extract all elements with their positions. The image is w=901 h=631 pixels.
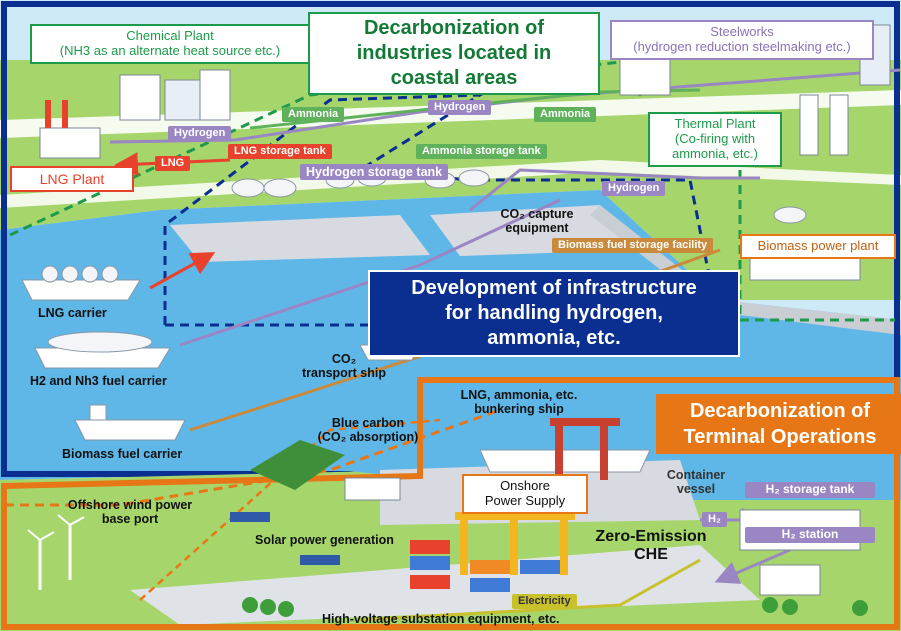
h2-storage-tank-tag: H₂ storage tank [745, 482, 875, 498]
solar-label: Solar power generation [255, 533, 394, 547]
thermal-plant-label: Thermal Plant (Co-firing with ammonia, e… [672, 116, 758, 161]
container-vessel-text: Container vessel [666, 468, 726, 497]
lng-plant-box: LNG Plant [10, 166, 134, 193]
co2-capture-label: CO₂ capture equipment [482, 207, 592, 236]
ammonia-tag-left-label: Ammonia [288, 108, 339, 120]
h2-nh3-carrier-ship [34, 331, 171, 369]
wind-turbines [27, 514, 85, 590]
ammonia-tag-right: Ammonia [534, 107, 597, 122]
biomass-carrier-ship [74, 404, 186, 441]
terminal-operations-title: Decarbonization of Terminal Operations [656, 394, 901, 454]
hydrogen-flow-east [469, 168, 760, 212]
h2-small-tag: H₂ [702, 512, 727, 527]
co2-capture-text: CO₂ capture equipment [500, 207, 574, 236]
hydrogen-storage-label: Hydrogen storage tank [306, 165, 443, 179]
bunkering-ship-label: LNG, ammonia, etc. bunkering ship [456, 388, 582, 417]
chemical-plant-label: Chemical Plant (NH3 as an alternate heat… [59, 28, 281, 58]
hydrogen-storage-tag: Hydrogen storage tank [300, 164, 449, 181]
terminal-title-text: Decarbonization of Terminal Operations [683, 400, 877, 448]
co2-transport-ship-text: CO₂ transport ship [301, 352, 387, 381]
h2-storage-tank-label: H₂ storage tank [765, 482, 855, 496]
pier-left [170, 215, 430, 262]
hydrogen-tag-top-label: Hydrogen [434, 101, 486, 113]
terminal-region-border [1, 377, 900, 630]
electricity-tag: Electricity [512, 594, 577, 609]
h2-carrier-flow [179, 198, 561, 347]
lng-tag: LNG [155, 156, 191, 171]
container-stacks [410, 540, 560, 592]
lng-storage-label: LNG storage tank [234, 145, 326, 157]
h2-station-tag: H₂ station [745, 527, 875, 543]
hydrogen-tag-left-label: Hydrogen [174, 127, 226, 139]
electricity-label: Electricity [518, 595, 571, 607]
hydrogen-tag-right-label: Hydrogen [608, 182, 660, 194]
ammonia-tag-left: Ammonia [282, 107, 345, 122]
lng-plant-label: LNG Plant [39, 171, 105, 187]
steelworks-label: Steelworks (hydrogen reduction steelmaki… [633, 24, 851, 54]
gantry-cranes [455, 418, 620, 575]
lng-carrier-label: LNG carrier [38, 306, 107, 320]
coastal-dashed-outline-east [690, 158, 895, 322]
coastal-title-text: Decarbonization of industries located in… [356, 17, 552, 89]
onshore-power-supply-box: Onshore Power Supply [462, 474, 588, 514]
offshore-wind-text: Offshore wind power base port [67, 498, 193, 527]
lng-carrier-ship [21, 265, 141, 301]
thermal-plant-box: Thermal Plant (Co-firing with ammonia, e… [648, 112, 782, 167]
co2-transport-ship-label: CO₂ transport ship [294, 352, 394, 381]
coastal-industries-title: Decarbonization of industries located in… [308, 12, 600, 95]
h2-nh3-carrier-text: H2 and Nh3 fuel carrier [30, 374, 167, 388]
infrastructure-title: Development of infrastructure for handli… [368, 270, 740, 357]
lng-carrier-text: LNG carrier [38, 306, 107, 320]
ammonia-storage-label: Ammonia storage tank [422, 145, 541, 157]
steelworks-box: Steelworks (hydrogen reduction steelmaki… [610, 20, 874, 60]
quay-east [590, 205, 901, 335]
substation-label: High-voltage substation equipment, etc. [322, 612, 560, 626]
zero-emission-che-label: Zero-Emission CHE [592, 528, 710, 565]
hydrogen-tag-left: Hydrogen [168, 126, 232, 141]
bunkering-ship [479, 449, 651, 473]
trees [242, 597, 868, 617]
lng-plant-illustration [39, 100, 101, 159]
substation-text: High-voltage substation equipment, etc. [322, 612, 560, 626]
chemical-plant-illustration [119, 69, 231, 121]
blue-carbon-dashed [139, 418, 441, 601]
electricity-flow [359, 558, 701, 622]
h2-small-label: H₂ [708, 513, 721, 525]
biomass-storage-tag: Biomass fuel storage facility [552, 238, 714, 253]
road-mid [0, 160, 901, 208]
biomass-power-plant-label: Biomass power plant [757, 238, 879, 253]
container-vessel-label: Container vessel [660, 468, 732, 497]
biomass-storage-label: Biomass fuel storage facility [558, 239, 708, 251]
hydrogen-flow-main [109, 68, 901, 144]
offshore-wind-label: Offshore wind power base port [58, 498, 202, 527]
zero-emission-che-text: Zero-Emission CHE [595, 528, 707, 564]
solar-text: Solar power generation [255, 533, 394, 547]
lng-carrier-arrow [149, 252, 216, 290]
bunkering-ship-text: LNG, ammonia, etc. bunkering ship [460, 388, 578, 417]
infrastructure-dashed-outline [163, 93, 722, 340]
h2-nh3-carrier-label: H2 and Nh3 fuel carrier [30, 374, 167, 388]
biomass-carrier-label: Biomass fuel carrier [62, 447, 182, 461]
ammonia-tag-right-label: Ammonia [540, 108, 591, 120]
blue-carbon-text: Blue carbon (CO₂ absorption) [317, 416, 419, 445]
blue-carbon-label: Blue carbon (CO₂ absorption) [306, 416, 430, 445]
infrastructure-title-text: Development of infrastructure for handli… [411, 277, 697, 349]
biomass-power-plant-box: Biomass power plant [740, 234, 896, 259]
lng-storage-tag: LNG storage tank [228, 144, 332, 159]
hydrogen-tag-top: Hydrogen [428, 100, 492, 115]
h2-station-label: H₂ station [781, 527, 839, 541]
ammonia-storage-tag: Ammonia storage tank [416, 144, 547, 159]
lng-tag-label: LNG [161, 157, 185, 169]
h2-che-arrow [714, 548, 791, 584]
biomass-carrier-text: Biomass fuel carrier [62, 447, 183, 461]
blue-carbon-field [250, 440, 345, 490]
hydrogen-tag-right: Hydrogen [602, 181, 666, 196]
onshore-power-supply-label: Onshore Power Supply [484, 478, 566, 508]
steelworks-illustration [619, 24, 891, 156]
chemical-plant-box: Chemical Plant (NH3 as an alternate heat… [30, 24, 310, 64]
